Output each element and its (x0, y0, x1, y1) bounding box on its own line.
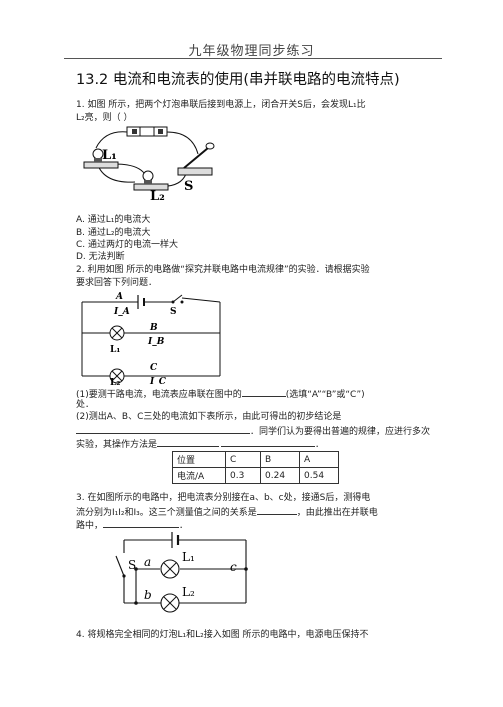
table-header-cell: 位置 (172, 451, 226, 468)
lamp-l1-icon (83, 148, 119, 169)
q2-label-l1: L₁ (110, 345, 120, 355)
switch-icon (171, 294, 184, 304)
q2-label-ia: I_A (113, 307, 130, 317)
q3-label-a: a (144, 555, 151, 569)
switch-icon (177, 142, 215, 176)
q3-text-c: 路中， (76, 521, 104, 531)
q3-label-c: c (230, 560, 237, 574)
q2-label-a: A (115, 292, 123, 302)
battery-icon (171, 532, 180, 548)
q2-current-table: 位置 C B A 电流/A 0.3 0.24 0.54 (172, 451, 339, 484)
table-header-cell: B (260, 451, 300, 468)
q2-part2-line2: ．同学们认为要得出普遍的规律，应进行多次 (76, 424, 430, 438)
q3-text-b: ，由此推出在并联电 (296, 508, 378, 518)
q2-circuit-figure: A I_A S B I_B L₁ C I_C L₂ (81, 292, 221, 385)
q1-option-a: A. 通过L₁的电流大 (76, 215, 151, 225)
q2-part2-text-b: 实验，其操作方法是 (76, 440, 158, 450)
table-header-cell: A (299, 451, 339, 468)
table-cell: 0.54 (299, 467, 339, 484)
q2-part2-method-blank[interactable] (157, 437, 220, 447)
q2-part2-line1: (2)测出A、B、C三处的电流如下表所示，由此可得出的初步结论是 (76, 412, 342, 422)
q2-part2-method-blank-2[interactable] (221, 437, 316, 447)
q4-stem-line1: 4. 将规格完全相同的灯泡L₁和L₂接入如图 所示的电路中，电源电压保持不 (76, 630, 369, 640)
q2-part2-text-a: ．同学们认为要得出普遍的规律，应进行多次 (250, 427, 431, 437)
q2-label-l2: L₂ (110, 378, 120, 385)
q2-label-s: S (170, 307, 177, 317)
q3-conclusion-blank[interactable] (103, 518, 180, 528)
q3-stem-line2: 流分别为I₁I₂和I₃。这三个测量值之间的关系是 ，由此推出在并联电 (76, 505, 378, 519)
section-title: 13.2 电流和电流表的使用(串并联电路的电流特点) (76, 72, 400, 88)
table-cell: 0.3 (225, 467, 261, 484)
q2-part1-line1: (1)要测干路电流，电流表应串联在图中的 (选填“A”“B”或“C”) (76, 387, 365, 401)
q2-part2-line3: 实验，其操作方法是 ． (76, 437, 324, 451)
page-header: 九年级物理同步练习 (188, 44, 315, 59)
q3-stem-line3: 路中， ． (76, 518, 188, 532)
q1-circuit-figure: L₁ L₂ S (83, 126, 215, 204)
lamp-l2-icon (160, 593, 180, 613)
q1-stem-line2: L₂亮，则（ ） (76, 113, 133, 123)
q2-stem-line1: 2. 利用如图 所示的电路做“探究并联电路中电流规律”的实验．请根据实验 (76, 265, 370, 275)
q1-option-d: D. 无法判断 (76, 252, 125, 262)
q3-label-l1: L₁ (182, 550, 195, 564)
battery-icon (137, 295, 145, 309)
q2-label-c: C (150, 363, 158, 373)
lamp-l1-icon (109, 325, 125, 341)
q1-option-b: B. 通过L₂的电流大 (76, 228, 151, 238)
lamp-l1-icon (160, 559, 180, 579)
q3-label-s: S (128, 558, 136, 572)
q2-part2-text-c: ． (315, 440, 325, 450)
q3-label-l2: L₂ (182, 585, 195, 599)
q3-text-a: 流分别为I₁I₂和I₃。这三个测量值之间的关系是 (76, 508, 257, 518)
q1-option-c: C. 通过两灯的电流一样大 (76, 240, 179, 250)
q1-label-l2: L₂ (150, 189, 165, 204)
q3-relation-blank[interactable] (256, 505, 297, 515)
table-row: 电流/A 0.3 0.24 0.54 (172, 467, 339, 484)
q2-part1-text-a: (1)要测干路电流，电流表应串联在图中的 (76, 390, 242, 400)
table-cell: 电流/A (172, 467, 226, 484)
q2-label-ic: I_C (149, 377, 167, 385)
q1-label-l1: L₁ (102, 148, 117, 163)
q2-part1-answer-blank[interactable] (241, 387, 286, 397)
switch-icon (115, 555, 126, 578)
header-rule (64, 58, 442, 59)
q3-label-b: b (144, 588, 152, 602)
q1-label-s: S (184, 179, 193, 194)
table-header-cell: C (225, 451, 261, 468)
q3-text-d: ． (179, 521, 189, 531)
q2-label-ib: I_B (147, 337, 165, 347)
lamp-l2-icon (109, 368, 125, 384)
lamp-l2-icon (133, 170, 169, 191)
q2-part2-conclusion-blank[interactable] (76, 424, 250, 434)
table-cell: 0.24 (260, 467, 300, 484)
q2-part1-text-b: (选填“A”“B”或“C”) (285, 390, 365, 400)
q3-stem-line1: 3. 在如图所示的电路中，把电流表分别接在a、b、c处，接通S后，测得电 (76, 493, 371, 503)
q2-stem-line2: 要求回答下列问题． (76, 278, 158, 288)
table-header-row: 位置 C B A (172, 451, 339, 468)
q1-stem-line1: 1. 如图 所示，把两个灯泡串联后接到电源上，闭合开关S后，会发现L₁比 (76, 100, 366, 110)
q2-part1-line2: 处． (76, 400, 95, 410)
q3-circuit-figure: S a b c L₁ L₂ (115, 532, 248, 613)
q2-label-b: B (149, 323, 158, 333)
